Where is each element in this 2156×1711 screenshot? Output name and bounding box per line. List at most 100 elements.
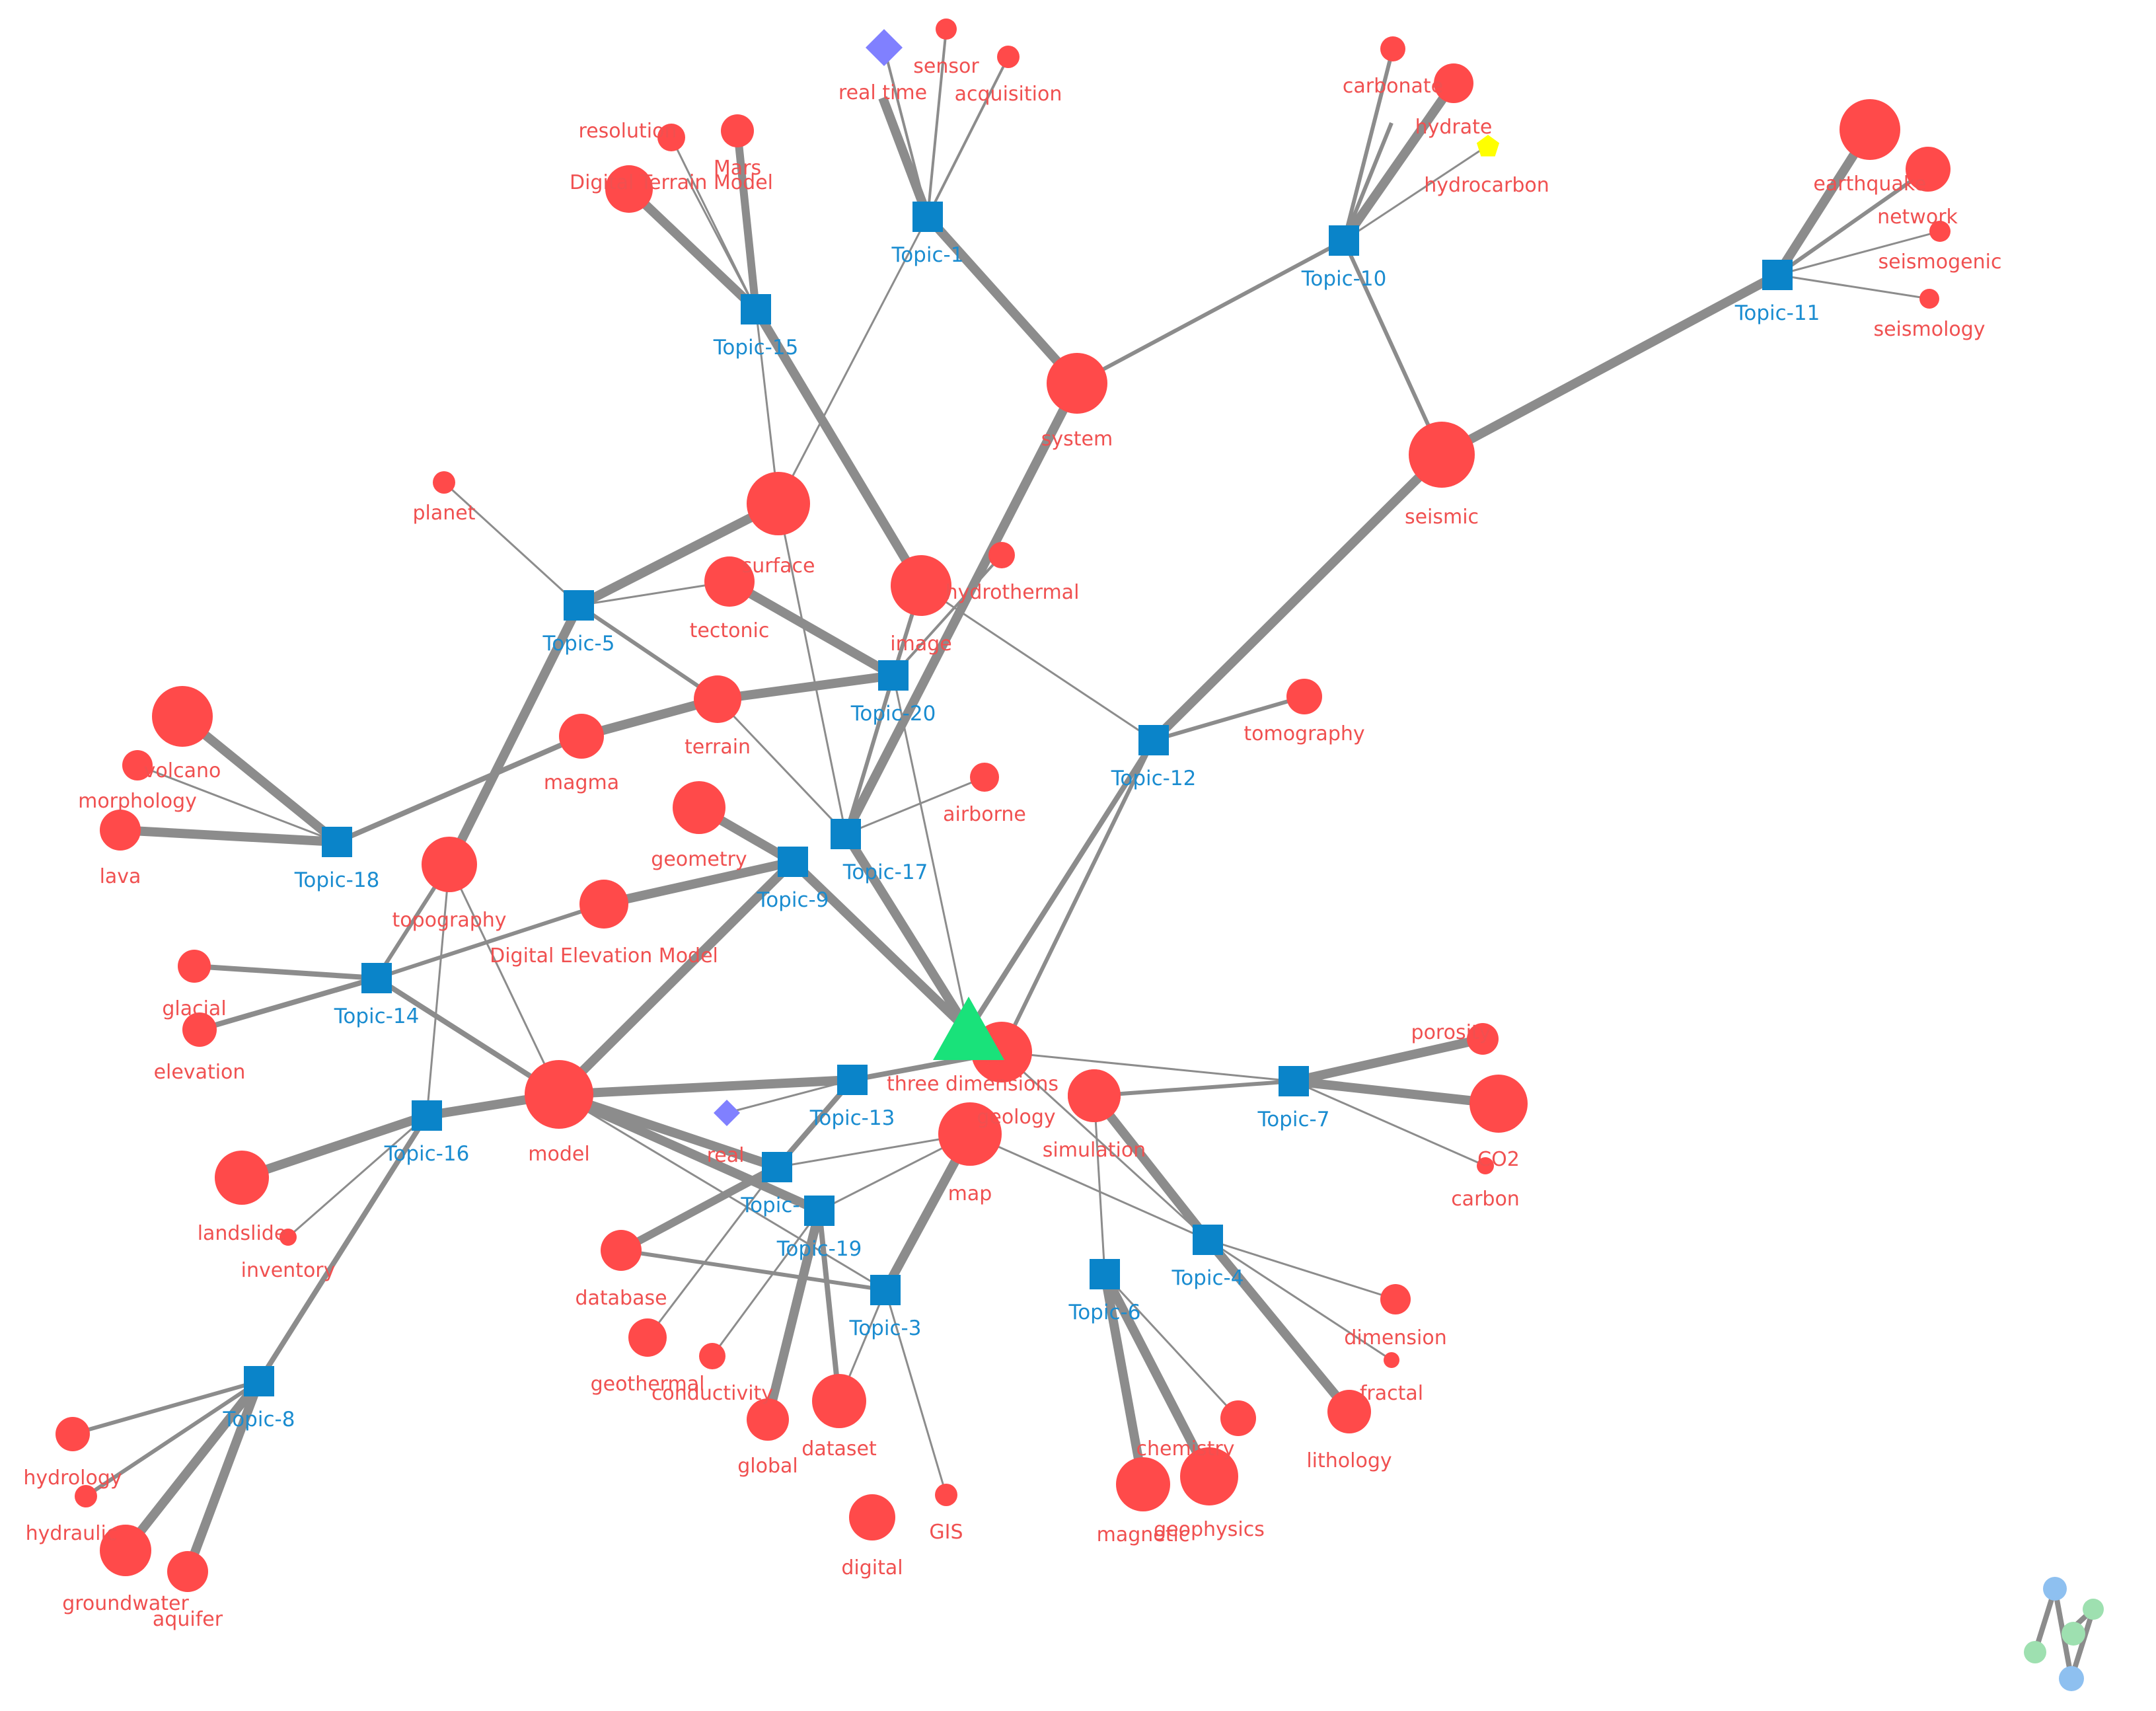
term-node-hydrothermal[interactable]: [988, 542, 1015, 568]
term-node-glacial[interactable]: [178, 950, 211, 983]
center-triangle-node[interactable]: [933, 997, 1004, 1060]
term-node-gis[interactable]: [935, 1484, 957, 1506]
term-node-conductivity[interactable]: [699, 1343, 725, 1369]
diamond-node-real[interactable]: [714, 1100, 740, 1126]
term-node-aquifer[interactable]: [167, 1551, 208, 1592]
topic-node-t11[interactable]: [1762, 260, 1793, 290]
edge-t6-geology: [1093, 1095, 1106, 1275]
edge-t17-surface: [777, 503, 847, 835]
topic-node-t13[interactable]: [837, 1065, 868, 1095]
term-node-dem[interactable]: [579, 880, 628, 929]
term-label-landslide: landslide: [198, 1222, 287, 1245]
term-node-dimension[interactable]: [1380, 1284, 1411, 1314]
term-node-porosity[interactable]: [1467, 1023, 1499, 1055]
term-node-airborne[interactable]: [970, 763, 999, 792]
term-node-seismogenic[interactable]: [1929, 221, 1951, 242]
topic-node-t1[interactable]: [912, 202, 943, 232]
term-node-earthquake[interactable]: [1840, 99, 1900, 160]
term-node-fractal[interactable]: [1384, 1352, 1399, 1368]
edge-t11-network: [1776, 167, 1929, 277]
topic-node-t3[interactable]: [870, 1275, 901, 1305]
term-node-lava[interactable]: [100, 810, 141, 851]
term-node-hydrate[interactable]: [1434, 63, 1473, 103]
term-node-global[interactable]: [747, 1398, 789, 1441]
term-node-inventory[interactable]: [279, 1229, 297, 1246]
topic-node-t2[interactable]: [762, 1152, 792, 1182]
topic-node-t6[interactable]: [1090, 1259, 1120, 1289]
term-node-planet[interactable]: [433, 471, 455, 494]
term-node-hydrology[interactable]: [56, 1417, 90, 1451]
topic-node-t19[interactable]: [804, 1196, 835, 1226]
topic-node-t20[interactable]: [878, 660, 909, 691]
term-label-fractal: fractal: [1360, 1382, 1423, 1405]
edge-t6-geophysics: [1100, 1272, 1214, 1479]
topic-node-t12[interactable]: [1138, 725, 1169, 755]
topic-label-t20: Topic-20: [850, 702, 936, 726]
topic-node-t9[interactable]: [778, 847, 808, 877]
term-label-carbon: carbon: [1451, 1188, 1520, 1211]
topic-node-t8[interactable]: [244, 1366, 274, 1396]
topic-node-t17[interactable]: [831, 819, 861, 849]
term-node-surface[interactable]: [747, 472, 810, 535]
term-node-magnetic[interactable]: [1116, 1457, 1170, 1511]
topic-node-t5[interactable]: [564, 590, 594, 621]
term-node-image[interactable]: [891, 555, 951, 616]
term-label-glacial: glacial: [162, 997, 226, 1020]
term-node-dtm[interactable]: [605, 165, 653, 213]
term-node-resolution[interactable]: [657, 124, 685, 151]
term-node-tectonic[interactable]: [704, 556, 755, 607]
term-node-dataset[interactable]: [812, 1374, 866, 1428]
term-node-co2[interactable]: [1469, 1075, 1528, 1133]
term-node-digital[interactable]: [849, 1494, 895, 1540]
topic-node-t4[interactable]: [1193, 1225, 1223, 1255]
topic-node-t14[interactable]: [361, 963, 392, 993]
term-label-hydraulic: hydraulic: [26, 1522, 118, 1545]
topic-label-t7: Topic-7: [1257, 1108, 1330, 1131]
term-node-landslide[interactable]: [215, 1151, 269, 1205]
term-label-topography: topography: [392, 909, 506, 932]
term-node-network[interactable]: [1906, 147, 1951, 192]
term-node-map[interactable]: [938, 1102, 1002, 1166]
topic-label-t10: Topic-10: [1301, 267, 1387, 291]
term-node-seismology[interactable]: [1919, 289, 1939, 309]
term-node-carbon[interactable]: [1477, 1157, 1494, 1174]
topic-node-t18[interactable]: [322, 827, 352, 857]
edge-t17-airborne: [845, 776, 985, 835]
term-node-geothermal[interactable]: [628, 1318, 667, 1357]
term-node-system[interactable]: [1047, 353, 1107, 414]
term-node-carbonate[interactable]: [1380, 36, 1405, 61]
term-node-groundwater[interactable]: [100, 1525, 151, 1576]
term-node-mars[interactable]: [721, 114, 754, 147]
term-node-topography[interactable]: [422, 837, 477, 892]
term-node-seismic[interactable]: [1409, 422, 1475, 488]
term-label-real: real: [707, 1144, 745, 1167]
topic-node-t7[interactable]: [1279, 1066, 1309, 1096]
term-label-hydrothermal: hydrothermal: [946, 581, 1080, 604]
term-node-morphology[interactable]: [122, 750, 153, 780]
term-node-model[interactable]: [525, 1060, 593, 1129]
topic-node-t10[interactable]: [1329, 225, 1359, 256]
topic-node-t15[interactable]: [741, 294, 771, 324]
topic-node-t16[interactable]: [412, 1100, 442, 1131]
term-label-system: system: [1041, 428, 1113, 451]
term-node-sensor[interactable]: [936, 19, 957, 40]
term-node-tomography[interactable]: [1286, 679, 1322, 714]
pentagon-node-hydrocarbon[interactable]: [1476, 135, 1500, 157]
term-node-volcano[interactable]: [152, 686, 213, 747]
term-node-lithology[interactable]: [1327, 1390, 1371, 1433]
term-node-hydraulic[interactable]: [75, 1485, 97, 1507]
term-node-simulation[interactable]: [1068, 1069, 1121, 1122]
term-node-magma[interactable]: [559, 714, 604, 759]
edge-t10-carbonate: [1342, 48, 1395, 241]
diamond-node-realtime[interactable]: [866, 29, 903, 66]
edge-t9-center: [790, 858, 972, 1035]
term-node-terrain[interactable]: [694, 675, 741, 723]
term-node-database[interactable]: [601, 1230, 642, 1271]
topic-label-t1: Topic-1: [891, 243, 964, 267]
term-node-elevation[interactable]: [182, 1012, 217, 1047]
term-node-acquisition[interactable]: [997, 46, 1020, 68]
term-node-geophysics[interactable]: [1180, 1447, 1238, 1505]
term-node-geometry[interactable]: [673, 781, 725, 834]
term-node-chemistry[interactable]: [1220, 1400, 1256, 1436]
term-label-lithology: lithology: [1306, 1449, 1392, 1472]
